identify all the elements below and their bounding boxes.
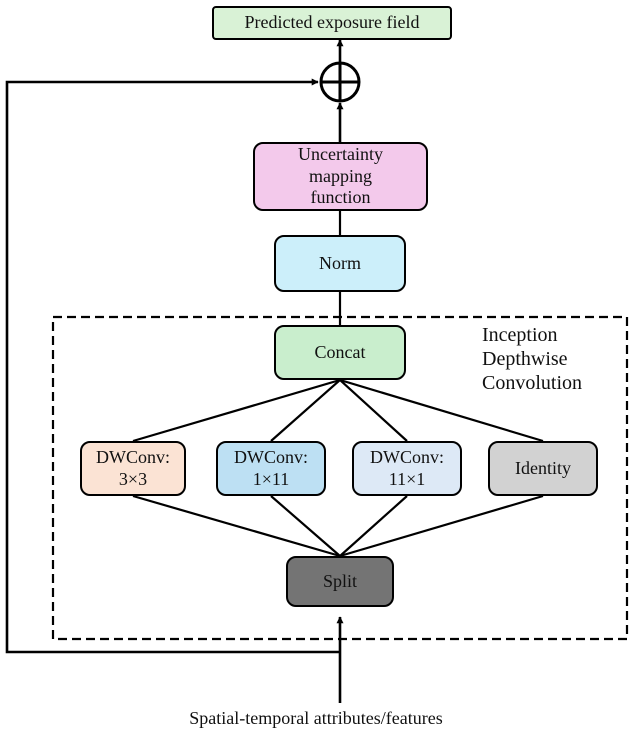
predicted-exposure-field-box: Predicted exposure field bbox=[212, 6, 452, 40]
dwconv-1x11-box: DWConv: 1×11 bbox=[216, 441, 326, 496]
edge-split-to-dwconv-3x3 bbox=[132, 494, 341, 558]
edge-split-to-dwconv-11x1 bbox=[339, 495, 408, 557]
edge-split-to-dwconv-1x11 bbox=[270, 495, 341, 557]
edge-dwconv-11x1-to-concat bbox=[339, 379, 408, 442]
dwconv-11x1-box: DWConv: 11×1 bbox=[352, 441, 462, 496]
dwconv-3x3-box: DWConv: 3×3 bbox=[80, 441, 186, 496]
edge-split-to-identity bbox=[339, 494, 544, 558]
edge-identity-to-concat bbox=[339, 378, 544, 443]
edge-skip-connection bbox=[5, 78, 340, 654]
inception-module-label: Inception Depthwise Convolution bbox=[482, 324, 583, 394]
concat-box: Concat bbox=[274, 325, 406, 380]
edge-dwconv-1x11-to-concat bbox=[270, 379, 341, 442]
identity-box: Identity bbox=[488, 441, 598, 496]
norm-box: Norm bbox=[274, 235, 406, 292]
input-label: Spatial-temporal attributes/features bbox=[189, 708, 443, 728]
edge-dwconv-3x3-to-concat bbox=[132, 378, 341, 443]
uncertainty-mapping-function-box: Uncertainty mapping function bbox=[253, 142, 428, 211]
add-node bbox=[319, 61, 361, 103]
split-box: Split bbox=[286, 556, 394, 607]
